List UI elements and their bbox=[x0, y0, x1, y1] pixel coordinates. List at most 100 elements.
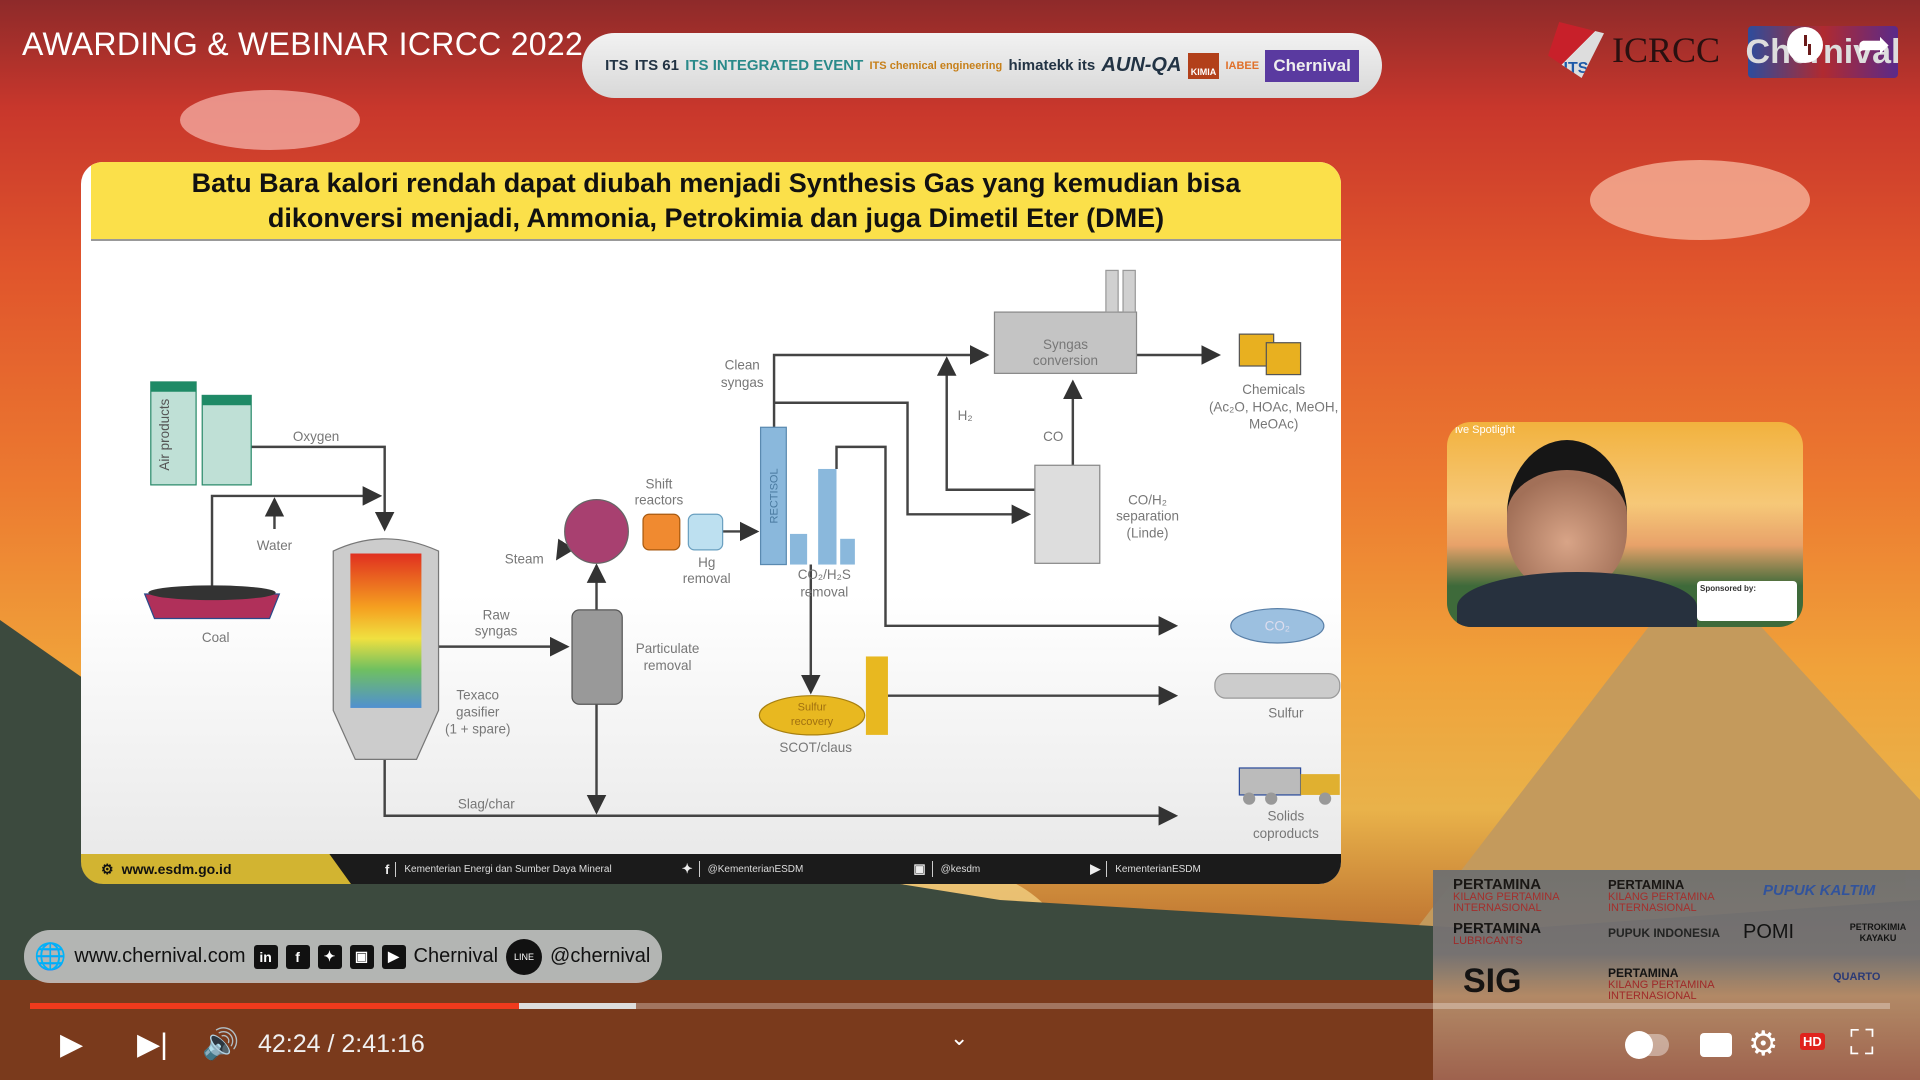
volume-button[interactable]: 🔊 bbox=[202, 1028, 240, 1061]
particulate-vessel bbox=[571, 609, 623, 705]
label-separation-1: CO/H₂ bbox=[1128, 492, 1167, 507]
sponsor-logo: POMI bbox=[1743, 921, 1795, 943]
twitter-icon: ✦ bbox=[682, 861, 700, 877]
label-particulate-2: removal bbox=[644, 658, 692, 673]
speaker-head bbox=[1507, 440, 1627, 590]
line-icon: LINE bbox=[506, 938, 543, 975]
facebook-icon: f bbox=[285, 944, 310, 969]
label-coal: Coal bbox=[202, 630, 230, 645]
esdm-emblem-icon: ⚙ bbox=[101, 860, 114, 877]
youtube-icon: ▶ bbox=[1090, 861, 1108, 877]
slide-title-line-2: dikonversi menjadi, Ammonia, Petrokimia … bbox=[267, 203, 1165, 233]
sponsor-logo: SIG bbox=[1463, 962, 1522, 1000]
slide-footer: ⚙ www.esdm.go.id f Kementerian Energi dan … bbox=[81, 854, 1341, 884]
label-particulate-1: Particulate bbox=[636, 641, 700, 656]
autoplay-toggle[interactable] bbox=[1625, 1031, 1669, 1059]
label-solids-1: Solids bbox=[1268, 809, 1305, 824]
share-arrow-icon[interactable]: ➦ bbox=[1857, 23, 1891, 67]
label-chemicals-1: Chemicals bbox=[1242, 382, 1305, 397]
footer-website: www.esdm.go.id bbox=[121, 861, 232, 877]
label-slag-char: Slag/char bbox=[458, 796, 515, 811]
its-logo: ITS bbox=[605, 57, 629, 74]
sulfur-recovery-unit bbox=[758, 695, 866, 736]
chernival-logo: Chernival bbox=[1265, 49, 1359, 82]
label-co2h2s-1: CO₂/H₂S bbox=[798, 567, 851, 582]
sulfur-tank-car bbox=[1214, 673, 1341, 699]
speaker-webcam: ive Spotlight Sponsored by: bbox=[1447, 422, 1803, 627]
subtitles-button[interactable] bbox=[1700, 1033, 1732, 1057]
label-water: Water bbox=[257, 538, 293, 553]
webcam-sponsor-banner: Sponsored by: bbox=[1697, 581, 1797, 621]
chemical-barrels bbox=[1238, 333, 1302, 376]
fullscreen-exit-icon[interactable]: ⛶ bbox=[1850, 1024, 1874, 1062]
sponsor-logo: PUPUK INDONESIA bbox=[1608, 926, 1721, 940]
sponsor-logo: QUARTO bbox=[1833, 971, 1881, 983]
settings-gear-icon[interactable]: ⚙ bbox=[1748, 1025, 1779, 1063]
label-clean-syngas-2: syngas bbox=[721, 375, 764, 390]
chernival-social-overlay: 🌐 www.chernival.com in f ✦ ▣ ▶ Chernival… bbox=[24, 930, 662, 983]
overlay-line-handle: @chernival bbox=[550, 945, 651, 967]
label-scot-claus: SCOT/claus bbox=[779, 740, 852, 755]
footer-facebook: Kementerian Energi dan Sumber Daya Miner… bbox=[404, 863, 612, 875]
chernival-corner-logo: Chernival bbox=[1746, 26, 1900, 78]
label-sulfur-recovery-1: Sulfur bbox=[798, 701, 827, 713]
play-button[interactable]: ▶ bbox=[60, 1028, 84, 1061]
time-display: 42:24 / 2:41:16 bbox=[258, 1030, 425, 1058]
label-gasifier-3: (1 + spare) bbox=[445, 722, 510, 737]
presentation-slide: Batu Bara kalori rendah dapat diubah men… bbox=[81, 162, 1341, 884]
its-integrated-event-logo: ITS INTEGRATED EVENT bbox=[685, 57, 864, 74]
twitter-icon: ✦ bbox=[317, 944, 342, 969]
label-oxygen: Oxygen bbox=[293, 429, 339, 444]
its-chemical-engineering-logo: ITS chemical engineering bbox=[869, 59, 1003, 72]
label-shift-1: Shift bbox=[645, 477, 672, 492]
aun-qa-logo: AUN-QA bbox=[1101, 54, 1182, 76]
partner-logo-bar: ITS ITS 61 ITS INTEGRATED EVENT ITS chem… bbox=[582, 33, 1382, 98]
next-button[interactable]: ▶​| bbox=[137, 1028, 168, 1061]
label-separation-3: (Linde) bbox=[1127, 526, 1169, 541]
hd-badge: HD bbox=[1800, 1033, 1825, 1050]
label-raw-syngas-1: Raw bbox=[483, 608, 510, 623]
label-conversion-2: conversion bbox=[1033, 353, 1098, 368]
label-shift-2: reactors bbox=[635, 492, 684, 507]
label-chemicals-2: (Ac₂O, HOAc, MeOH, bbox=[1209, 399, 1338, 414]
label-sulfur-recovery-2: recovery bbox=[791, 716, 834, 728]
speaker-body bbox=[1457, 572, 1697, 627]
its-61-logo: ITS 61 bbox=[634, 57, 679, 74]
video-progress-bar[interactable] bbox=[30, 1003, 1890, 1009]
label-separation-2: separation bbox=[1116, 508, 1179, 523]
coal-car bbox=[143, 585, 281, 620]
coal-gasification-diagram: Air products Oxygen Water Coal Raw synga… bbox=[143, 269, 1341, 841]
label-clean-syngas-1: Clean bbox=[725, 358, 760, 373]
label-raw-syngas-2: syngas bbox=[475, 624, 518, 639]
label-rectisol: RECTISOL bbox=[769, 468, 781, 523]
linkedin-icon: in bbox=[253, 944, 278, 969]
spotlight-label: ive Spotlight bbox=[1455, 424, 1515, 436]
label-steam: Steam bbox=[505, 551, 544, 566]
sponsor-logo: PUPUK KALTIM bbox=[1763, 882, 1876, 899]
sponsor-logo: PETROKIMIA KAYAKU bbox=[1849, 922, 1907, 943]
overlay-website: www.chernival.com bbox=[74, 945, 246, 967]
youtube-icon: ▶ bbox=[381, 944, 406, 969]
watch-later-clock-icon[interactable] bbox=[1787, 27, 1823, 63]
footer-youtube: KementerianESDM bbox=[1115, 863, 1201, 875]
facebook-icon: f bbox=[385, 861, 397, 877]
rectisol-column bbox=[759, 426, 787, 566]
footer-instagram: @kesdm bbox=[940, 863, 981, 875]
gasifier bbox=[332, 538, 440, 761]
co2-cloud bbox=[1230, 608, 1325, 644]
played-bar bbox=[30, 1003, 520, 1009]
dump-truck bbox=[1238, 767, 1340, 805]
label-hg-2: removal bbox=[683, 571, 731, 586]
air-products-unit bbox=[150, 381, 252, 486]
syngas-conversion-plant bbox=[993, 269, 1138, 374]
label-chemicals-3: MeOAc) bbox=[1249, 417, 1298, 432]
iabee-logo: IABEE bbox=[1225, 59, 1260, 72]
icrcc-logo-text: ICRCC bbox=[1612, 30, 1721, 70]
slide-title: Batu Bara kalori rendah dapat diubah men… bbox=[91, 162, 1341, 241]
chevron-down-icon[interactable]: ⌄ bbox=[950, 1025, 969, 1050]
